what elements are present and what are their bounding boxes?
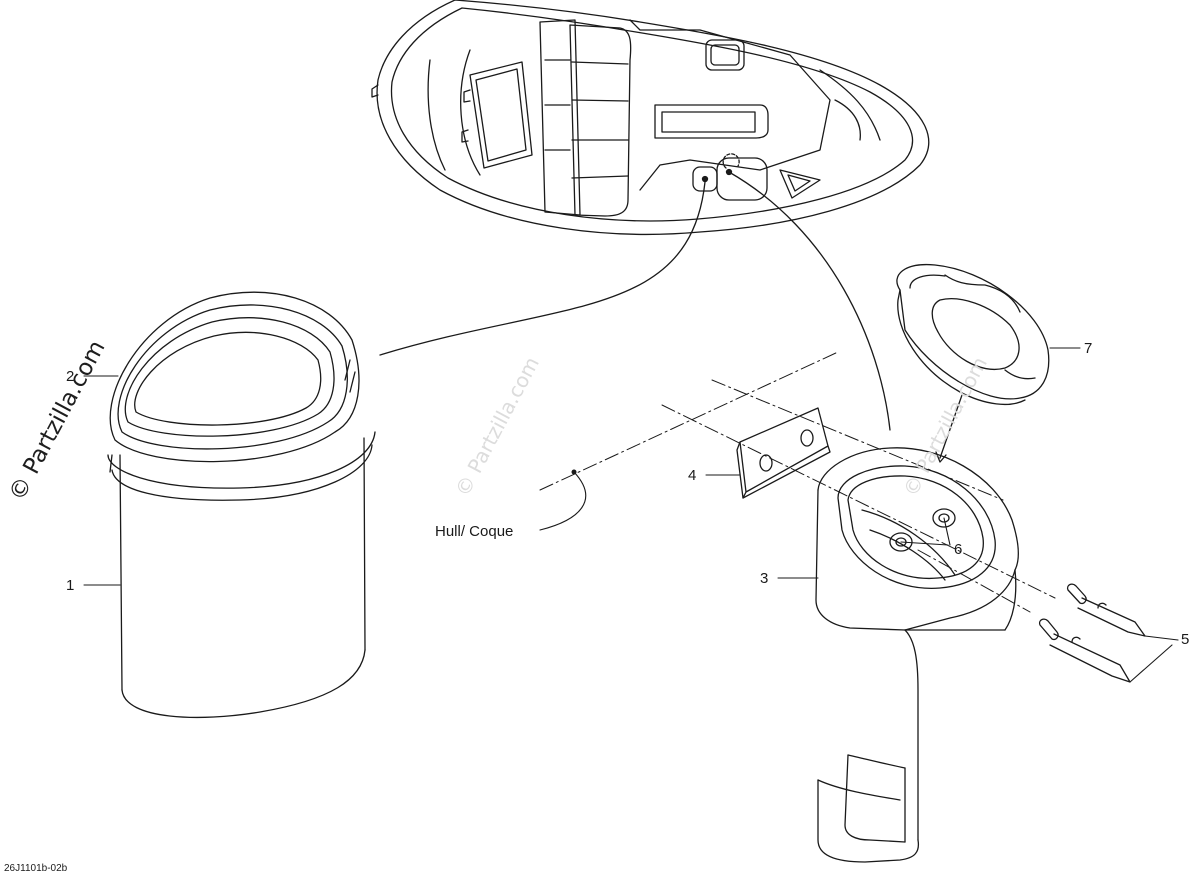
seal-ring-part-2 <box>109 291 360 463</box>
leader-lines <box>379 171 891 431</box>
centre-lines <box>539 351 1056 613</box>
callout-7: 7 <box>1084 340 1093 357</box>
callout-4: 4 <box>688 467 697 484</box>
housing-part-3 <box>815 447 1020 863</box>
callout-leaders <box>83 347 1179 683</box>
callout-5: 5 <box>1181 631 1190 648</box>
callout-3: 3 <box>760 570 769 587</box>
callout-6: 6 <box>954 541 963 558</box>
hull-label: Hull/ Coque <box>435 523 514 540</box>
callout-1: 1 <box>66 577 75 594</box>
bag-part-1 <box>107 431 376 719</box>
watercraft-hull <box>371 0 930 235</box>
rivets-part-5 <box>1038 583 1146 683</box>
callout-2: 2 <box>66 368 75 385</box>
lid-part-7 <box>896 263 1050 463</box>
plate-part-4 <box>736 407 831 499</box>
figure-code: 26J1101b-02b <box>4 863 68 874</box>
